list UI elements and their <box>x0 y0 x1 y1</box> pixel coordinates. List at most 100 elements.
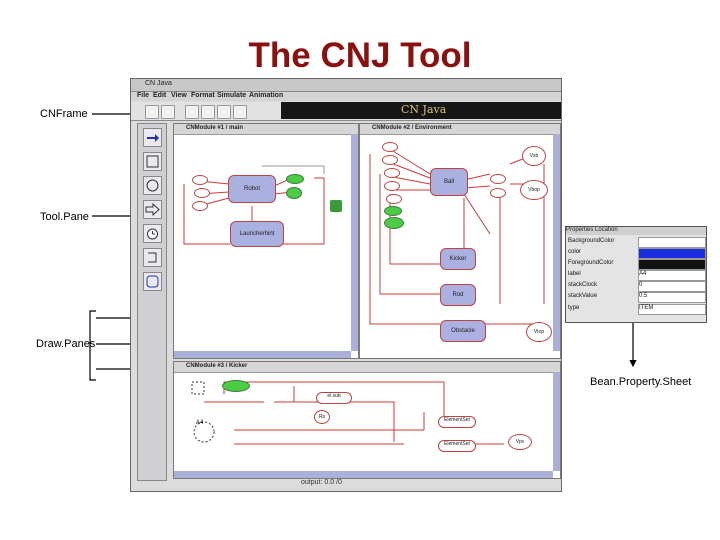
transition-elementset-1[interactable]: ElementSet <box>438 416 476 428</box>
clock-icon[interactable] <box>330 200 342 212</box>
menubar: File Edit View Format Simulate Animation <box>131 92 561 101</box>
transition-rod[interactable]: Rod <box>440 284 476 306</box>
open-button[interactable] <box>161 105 175 119</box>
green-place[interactable] <box>286 187 302 199</box>
callout-drawpanes: Draw.Panes <box>36 338 96 350</box>
menu-animation[interactable]: Animation <box>249 92 284 99</box>
clock-tool[interactable] <box>143 224 162 243</box>
cut-button[interactable] <box>217 105 231 119</box>
transition-obstacle[interactable]: Obstacle <box>440 320 486 342</box>
callout-beanpropertysheet: Bean.Property.Sheet <box>590 376 692 388</box>
pane-env-scrollbar-v[interactable] <box>553 134 560 351</box>
green-place[interactable] <box>384 217 404 229</box>
property-key: label <box>568 271 581 277</box>
pane-kicker-scrollbar-v[interactable] <box>553 372 560 471</box>
menu-view[interactable]: View <box>171 92 187 99</box>
banner-text: CN Java <box>401 103 447 116</box>
transition-kicker[interactable]: Kicker <box>440 248 476 270</box>
slide-title: The CNJ Tool <box>248 36 472 75</box>
property-row: ForegroundColor <box>568 259 706 270</box>
transition-elementset-2[interactable]: ElementSet <box>438 440 476 452</box>
draw-pane-kicker[interactable]: CNModule #3 / Kicker A4 el.sub Rs Elemen… <box>173 361 561 479</box>
circle-icon <box>146 179 159 192</box>
arrow-select-icon <box>147 134 159 142</box>
block-arrow-icon <box>145 202 160 217</box>
property-background-color-swatch[interactable] <box>638 237 706 248</box>
property-type-select[interactable]: ITEM <box>638 304 706 315</box>
rectangle-tool[interactable] <box>143 152 162 171</box>
new-button[interactable] <box>145 105 159 119</box>
callout-cnframe: CNFrame <box>40 108 88 120</box>
circle-tool[interactable] <box>143 176 162 195</box>
bracket-tool[interactable] <box>143 248 162 267</box>
property-foreground-color-swatch[interactable] <box>638 259 706 270</box>
place-oval[interactable] <box>386 194 402 204</box>
place-vtop[interactable]: Vtop <box>526 322 552 342</box>
menu-file[interactable]: File <box>137 92 150 99</box>
pane-main-scrollbar-v[interactable] <box>351 134 358 351</box>
property-key: stackValue <box>568 293 597 299</box>
pane-title-kicker: CNModule #3 / Kicker <box>186 363 248 369</box>
cnframe-window: CN Java File Edit View Format Simulate A… <box>130 78 562 492</box>
pane-main-scrollbar-h[interactable] <box>174 351 351 358</box>
place-rs[interactable]: Rs <box>314 410 330 424</box>
property-key: type <box>568 305 580 311</box>
menu-format[interactable]: Format <box>191 92 215 99</box>
paste-button[interactable] <box>233 105 247 119</box>
kicker-a4-label: A4 <box>196 420 204 426</box>
pane-kicker-scrollbar-h[interactable] <box>174 471 553 478</box>
place-vpv[interactable]: Vpv <box>508 434 532 450</box>
menu-simulate[interactable]: Simulate <box>217 92 247 99</box>
property-key: BackgroundColor <box>568 238 615 244</box>
place-oval[interactable] <box>382 155 398 165</box>
print-button[interactable] <box>201 105 215 119</box>
green-place[interactable] <box>286 174 304 184</box>
bean-property-sheet: Properties Location BackgroundColor colo… <box>565 226 707 323</box>
place-oval[interactable] <box>192 201 208 211</box>
transition-robot[interactable]: Robot <box>228 175 276 203</box>
place-oval[interactable] <box>490 188 506 198</box>
green-place[interactable] <box>384 206 402 216</box>
pane-title-main: CNModule #1 / main <box>186 125 244 131</box>
transition-launcherhint[interactable]: Launcherhint <box>230 221 284 247</box>
rounded-box-icon <box>146 275 159 288</box>
property-row: color <box>568 248 706 259</box>
property-label-field[interactable]: A4 <box>638 270 706 281</box>
place-vbop[interactable]: Vbop <box>520 180 548 200</box>
save-button[interactable] <box>185 105 199 119</box>
place-oval[interactable] <box>194 188 210 198</box>
draw-pane-environment[interactable]: CNModule #2 / Environment Ball Kicker Ro… <box>359 123 561 359</box>
place-oval[interactable] <box>382 142 398 152</box>
property-row: type ITEM <box>568 304 706 315</box>
place-oval[interactable] <box>384 181 400 191</box>
property-key: color <box>568 249 582 255</box>
place-vxb[interactable]: Vxb <box>522 146 546 166</box>
property-stackvalue-field[interactable]: 0.5 <box>638 292 706 303</box>
pane-header-environment: CNModule #2 / Environment <box>360 124 560 135</box>
place-oval[interactable] <box>384 168 400 178</box>
property-row: stackClock 0 <box>568 281 706 292</box>
place-oval[interactable] <box>490 174 506 184</box>
green-place[interactable] <box>222 380 250 392</box>
property-sheet-header[interactable]: Properties Location <box>566 227 706 235</box>
alarm-clock-icon <box>147 228 158 240</box>
tool-pane <box>137 123 167 481</box>
draw-pane-main[interactable]: CNModule #1 / main Robot Launcherhint <box>173 123 359 359</box>
pane-header-kicker: CNModule #3 / Kicker <box>174 362 560 373</box>
transition-ball[interactable]: Ball <box>430 168 468 196</box>
arrow-tool[interactable] <box>143 200 162 219</box>
select-tool[interactable] <box>143 128 162 147</box>
callout-toolpane: Tool.Pane <box>40 211 89 223</box>
app-banner: CN Java <box>281 102 561 119</box>
pane-title-environment: CNModule #2 / Environment <box>372 125 452 131</box>
transition-elsub[interactable]: el.sub <box>316 392 352 404</box>
rounded-tool[interactable] <box>143 272 162 291</box>
property-color-swatch[interactable] <box>638 248 706 259</box>
bracket-icon <box>148 252 157 263</box>
place-oval[interactable] <box>192 175 208 185</box>
menu-edit[interactable]: Edit <box>153 92 167 99</box>
property-row: stackValue 0.5 <box>568 292 706 303</box>
property-stackclock-field[interactable]: 0 <box>638 281 706 292</box>
pane-header-main: CNModule #1 / main <box>174 124 358 135</box>
window-titlebar[interactable]: CN Java <box>131 79 561 92</box>
